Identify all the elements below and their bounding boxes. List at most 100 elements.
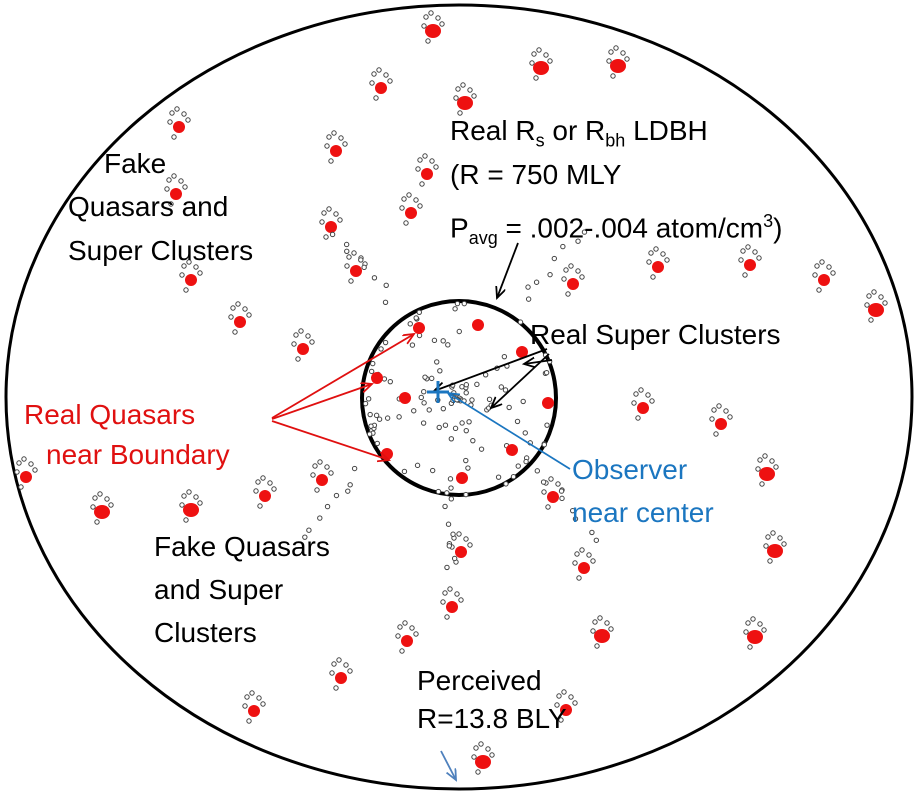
real-r-arrow xyxy=(497,242,519,298)
galaxy-dot xyxy=(409,342,416,348)
galaxy-dot xyxy=(271,486,277,492)
galaxy-dot xyxy=(423,14,429,20)
galaxy-dot xyxy=(429,467,436,474)
galaxy-dot xyxy=(401,468,408,475)
real-quasars-group xyxy=(371,319,554,484)
fake-quasar xyxy=(20,471,32,483)
galaxy-dot xyxy=(260,475,266,481)
galaxy-dot xyxy=(402,620,408,626)
galaxy-dot xyxy=(337,217,343,223)
galaxy-dot xyxy=(590,558,596,564)
real-quasar xyxy=(413,322,425,334)
fake-quasar xyxy=(375,82,387,94)
fake-quasar xyxy=(405,207,417,219)
galaxy-dot xyxy=(757,457,763,463)
galaxy-dot xyxy=(14,469,20,475)
galaxy-dot xyxy=(759,481,765,487)
galaxy-dot xyxy=(344,263,350,269)
fake-quasar-cluster xyxy=(369,67,393,101)
fake-quasar xyxy=(652,261,664,273)
galaxy-dot xyxy=(459,384,465,390)
galaxy-dot xyxy=(579,547,585,553)
galaxy-dot xyxy=(498,384,505,390)
galaxy-dot xyxy=(534,468,541,474)
fake-quasar-cluster xyxy=(590,615,614,649)
galaxy-dot xyxy=(620,50,626,56)
fake-quasar xyxy=(350,265,362,277)
galaxy-dot xyxy=(193,264,199,270)
galaxy-dot xyxy=(181,263,187,269)
galaxy-dot xyxy=(331,130,337,136)
galaxy-dot xyxy=(244,694,250,700)
galaxy-dot xyxy=(314,487,320,493)
galaxy-dot xyxy=(413,197,419,203)
galaxy-dot xyxy=(401,196,407,202)
galaxy-dot xyxy=(246,718,252,724)
galaxy-dot xyxy=(429,375,435,382)
galaxy-dot xyxy=(166,177,172,183)
galaxy-dot xyxy=(28,461,34,467)
galaxy-dot xyxy=(435,488,442,495)
galaxy-dot xyxy=(384,415,391,421)
galaxy-dot xyxy=(561,276,567,282)
galaxy-dot xyxy=(506,404,512,411)
galaxy-dot xyxy=(378,346,384,352)
galaxy-dot xyxy=(370,360,376,367)
galaxy-dot xyxy=(420,420,427,426)
galaxy-dot xyxy=(185,117,191,123)
perceived-universe-boundary xyxy=(4,3,914,791)
galaxy-dot xyxy=(814,263,820,269)
galaxy-dot xyxy=(763,543,769,549)
galaxy-dot xyxy=(548,476,554,482)
galaxy-dot xyxy=(572,700,578,706)
galaxy-dot xyxy=(94,519,100,525)
galaxy-dot xyxy=(326,206,332,212)
perceived-radius-label: Perceived R=13.8 BLY xyxy=(417,665,567,734)
galaxy-dot xyxy=(540,479,547,485)
galaxy-dot xyxy=(454,300,461,307)
galaxy-dot xyxy=(431,337,438,344)
perceived-r-arrow xyxy=(440,750,456,780)
galaxy-dot xyxy=(435,15,441,21)
galaxy-dot xyxy=(442,422,449,428)
galaxy-dot xyxy=(373,412,380,419)
fake-quasar xyxy=(248,705,260,717)
real-quasar xyxy=(371,372,383,384)
galaxy-dot xyxy=(478,741,484,747)
fake-quasar-cluster xyxy=(606,45,630,79)
galaxy-dot xyxy=(649,398,655,404)
fake-quasar xyxy=(170,188,182,200)
galaxy-dot xyxy=(756,255,762,261)
galaxy-dot xyxy=(437,368,443,374)
galaxy-dot xyxy=(421,23,427,29)
galaxy-dot xyxy=(421,400,427,406)
galaxy-dot xyxy=(523,458,529,465)
galaxy-dot xyxy=(429,158,435,164)
galaxy-dot xyxy=(347,482,353,488)
fake-quasar-cluster xyxy=(310,459,334,493)
galaxy-dot xyxy=(448,485,454,491)
galaxy-dot xyxy=(351,250,357,256)
galaxy-dot xyxy=(333,685,339,691)
galaxy-dot xyxy=(455,86,461,92)
fake-quasar xyxy=(421,168,433,180)
galaxy-dot xyxy=(235,301,241,307)
galaxy-dot xyxy=(342,141,348,147)
galaxy-dot xyxy=(309,339,315,345)
fake-quasar-cluster xyxy=(529,47,553,81)
galaxy-dot xyxy=(374,440,380,447)
galaxy-dot xyxy=(328,158,334,164)
galaxy-dot xyxy=(456,328,462,335)
galaxy-dot xyxy=(293,332,299,338)
galaxy-dot xyxy=(336,657,342,663)
galaxy-dot xyxy=(568,263,574,269)
galaxy-dot xyxy=(773,464,779,470)
galaxy-dot xyxy=(826,264,832,270)
galaxy-dot xyxy=(174,106,180,112)
galaxy-dot xyxy=(742,272,748,278)
galaxy-dot xyxy=(179,272,185,278)
galaxy-dot xyxy=(418,394,424,401)
fake-quasar xyxy=(560,704,572,716)
galaxy-dot xyxy=(515,463,521,469)
galaxy-dot xyxy=(197,270,203,276)
